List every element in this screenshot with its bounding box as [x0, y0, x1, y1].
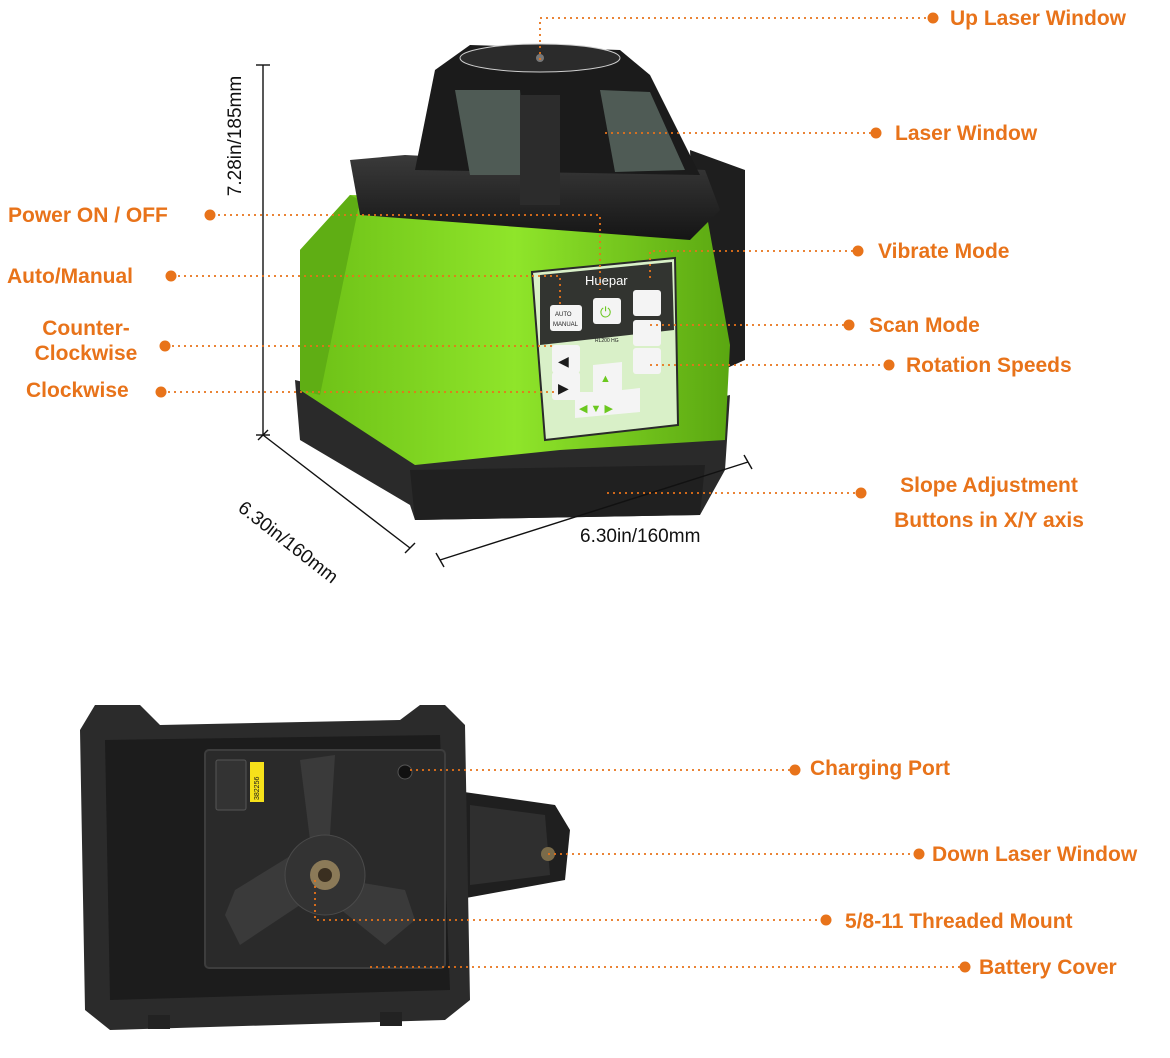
callout-slope-line1: Slope Adjustment: [900, 474, 1078, 497]
vibrate-button[interactable]: [633, 290, 661, 316]
leader-lines: [162, 17, 963, 968]
callout-battery-cover: Battery Cover: [979, 956, 1117, 979]
laser-level-bottom-view: 382256: [80, 705, 570, 1030]
clockwise-icon: ▶: [558, 380, 569, 396]
svg-text:▲: ▲: [600, 373, 611, 385]
power-icon: ⏻: [600, 304, 611, 320]
svg-text:◀ ▼ ▶: ◀ ▼ ▶: [579, 403, 613, 415]
callout-clockwise: Clockwise: [26, 379, 129, 402]
dimension-width-label: 6.30in/160mm: [580, 526, 701, 547]
callout-power: Power ON / OFF: [8, 204, 168, 227]
callout-laser-window: Laser Window: [895, 122, 1038, 145]
callout-down-laser-window: Down Laser Window: [932, 843, 1138, 866]
brand-label: Huepar: [585, 273, 628, 288]
callout-counter-clockwise: Counter- Clockwise: [24, 316, 148, 366]
callout-vibrate-mode: Vibrate Mode: [878, 240, 1010, 263]
callout-threaded-mount: 5/8-11 Threaded Mount: [845, 910, 1073, 933]
manual-label: MANUAL: [553, 322, 579, 328]
scan-button[interactable]: [633, 320, 661, 346]
slope-adjust-pad[interactable]: [575, 362, 640, 418]
callout-slope-line2: Buttons in X/Y axis: [894, 509, 1084, 532]
model-label: RL200 HG: [595, 338, 619, 344]
dimension-lines: [256, 64, 753, 568]
callout-scan-mode: Scan Mode: [869, 314, 980, 337]
rotation-speed-button[interactable]: [633, 348, 661, 374]
dimension-height-label: 7.28in/185mm: [225, 75, 246, 197]
callout-charging-port: Charging Port: [810, 757, 950, 780]
callout-counter-clockwise-line1: Counter-: [42, 317, 130, 340]
leader-dots: [155, 12, 971, 973]
laser-level-front-view: Huepar AUTO MANUAL ⏻ RL200 HG ◀ ▶ ▲ ◀ ▼ …: [295, 43, 745, 520]
counter-clockwise-button[interactable]: [552, 345, 580, 373]
callout-slope-adjustment: Slope Adjustment Buttons in X/Y axis: [878, 468, 1100, 538]
clockwise-button[interactable]: [552, 372, 580, 400]
power-button[interactable]: [593, 298, 621, 324]
counter-clockwise-icon: ◀: [558, 353, 569, 369]
callout-auto-manual: Auto/Manual: [7, 265, 133, 288]
serial-sticker: 382256: [254, 777, 261, 800]
charging-port-icon: [397, 764, 413, 780]
callout-counter-clockwise-line2: Clockwise: [34, 342, 138, 366]
callout-up-laser-window: Up Laser Window: [950, 7, 1126, 30]
auto-label: AUTO: [555, 312, 572, 318]
callout-rotation-speeds: Rotation Speeds: [906, 354, 1072, 377]
